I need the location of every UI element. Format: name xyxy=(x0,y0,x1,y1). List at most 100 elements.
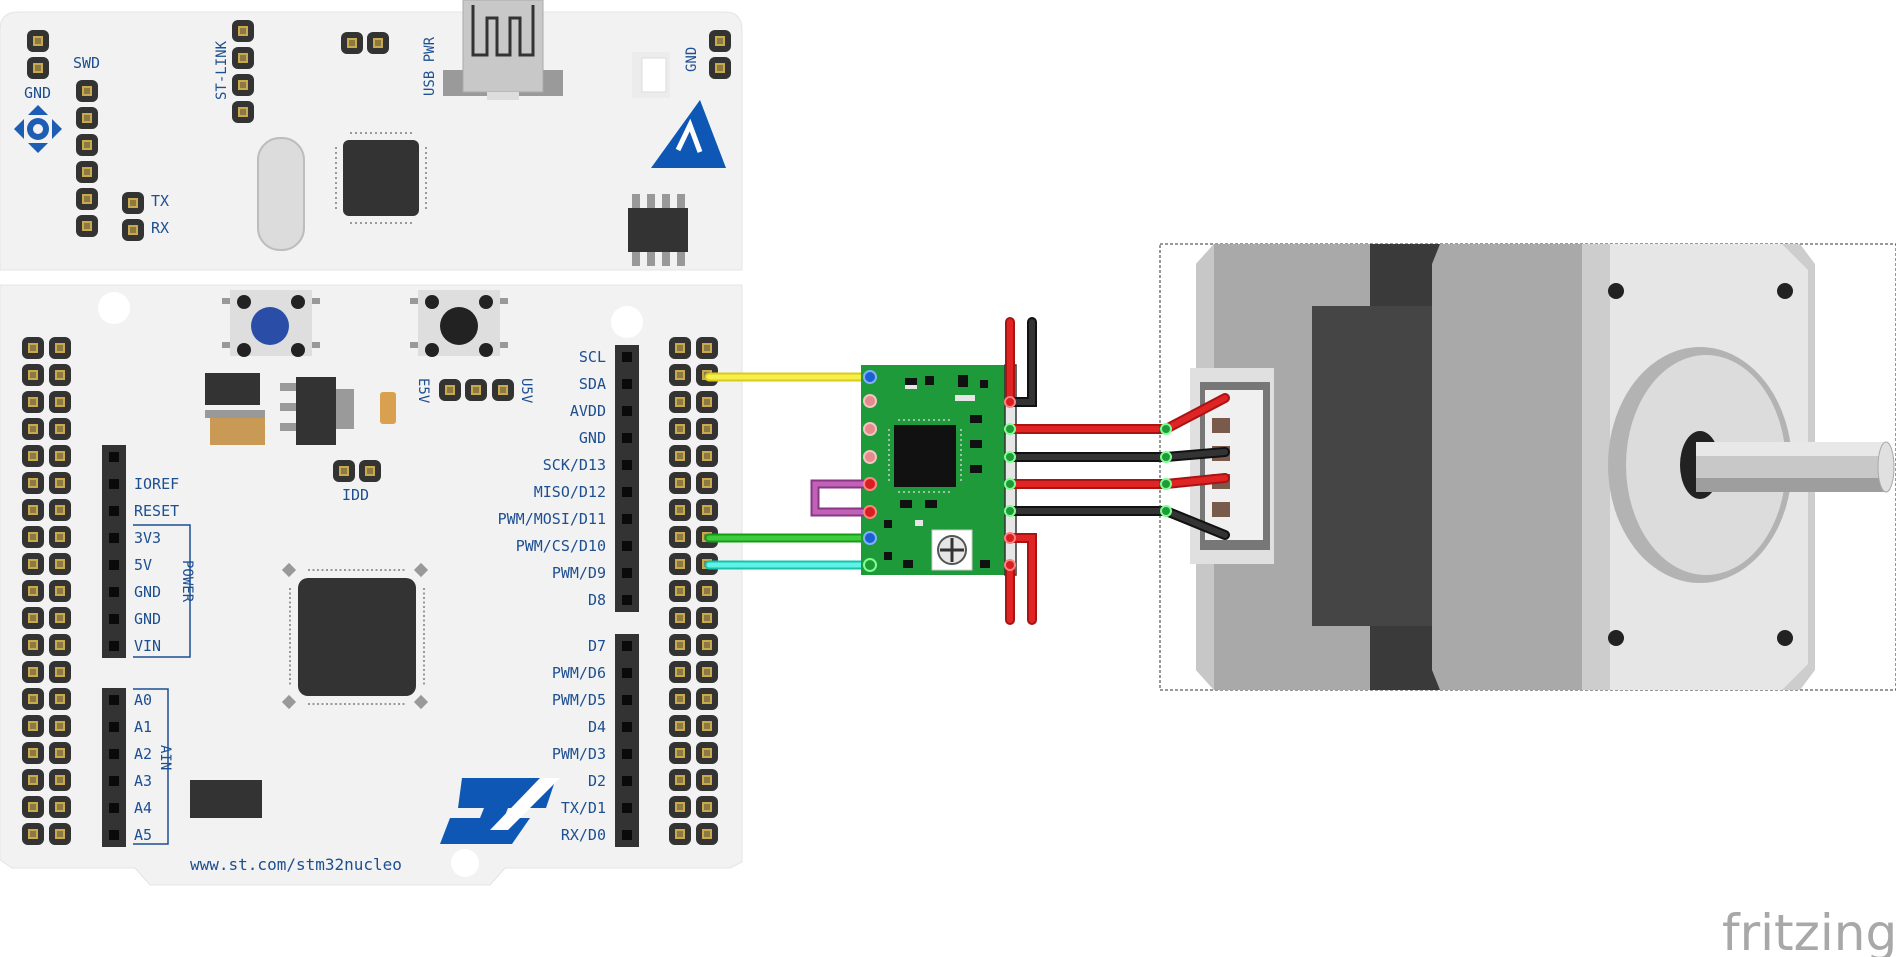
male-pin-core xyxy=(349,40,355,46)
reset-button xyxy=(410,290,508,357)
power-pin-label: RESET xyxy=(134,502,179,520)
male-pin-core xyxy=(57,696,63,702)
motor-wires xyxy=(1005,317,1171,625)
male-pin-core xyxy=(30,588,36,594)
header-socket xyxy=(622,379,632,389)
male-pin-core xyxy=(447,387,453,393)
board-labels: GND SWD ST-LINK USB PWR GND TX RX E5V U5… xyxy=(24,36,700,874)
header-socket xyxy=(109,803,119,813)
male-pin-core xyxy=(30,345,36,351)
power-pin-label: IOREF xyxy=(134,475,179,493)
male-pin-core xyxy=(473,387,479,393)
st-triangle-logo xyxy=(651,100,726,168)
analog-pin-label: A4 xyxy=(134,799,152,817)
male-pin-core xyxy=(704,480,710,486)
male-pin-core xyxy=(704,723,710,729)
wires xyxy=(704,372,875,570)
header-socket xyxy=(109,533,119,543)
header-socket xyxy=(109,452,119,462)
header-socket xyxy=(622,406,632,416)
male-pin-core xyxy=(240,109,246,115)
digital-pin-label: PWM/D3 xyxy=(552,745,606,763)
crystal xyxy=(257,137,305,251)
header-socket xyxy=(109,506,119,516)
digital-pin-label: SCK/D13 xyxy=(543,456,606,474)
male-pin-core xyxy=(30,453,36,459)
male-pin-core xyxy=(704,750,710,756)
digital-pin-label: RX/D0 xyxy=(561,826,606,844)
header-socket xyxy=(109,749,119,759)
male-pin-core xyxy=(30,777,36,783)
header-socket xyxy=(622,568,632,578)
male-pin-core xyxy=(57,507,63,513)
header-socket xyxy=(109,560,119,570)
st-logo xyxy=(440,778,560,844)
header-socket xyxy=(109,641,119,651)
header-socket xyxy=(622,722,632,732)
header-socket xyxy=(622,487,632,497)
stlink-mcu xyxy=(343,140,419,216)
digital-pin-label: AVDD xyxy=(570,402,606,420)
fritzing-watermark: fritzing xyxy=(1722,904,1896,957)
header-socket xyxy=(622,460,632,470)
header-socket xyxy=(622,749,632,759)
power-pin-label: GND xyxy=(134,583,161,601)
male-pin-core xyxy=(677,642,683,648)
male-pin-core xyxy=(677,588,683,594)
male-pin-core xyxy=(717,65,723,71)
male-pin-core xyxy=(704,804,710,810)
male-pin-core xyxy=(375,40,381,46)
male-pin-core xyxy=(367,468,373,474)
male-pin-core xyxy=(240,55,246,61)
male-pin-core xyxy=(57,399,63,405)
male-pin-core xyxy=(704,399,710,405)
board-components xyxy=(14,52,726,844)
male-pin-core xyxy=(57,777,63,783)
male-pin-core xyxy=(35,65,41,71)
header-socket xyxy=(622,830,632,840)
digital-pin-label: TX/D1 xyxy=(561,799,606,817)
power-pin-label: 3V3 xyxy=(134,529,161,547)
male-pin-core xyxy=(35,38,41,44)
digital-pin-label: D8 xyxy=(588,591,606,609)
male-pin-core xyxy=(677,696,683,702)
digital-pin-label: PWM/D9 xyxy=(552,564,606,582)
male-pin-core xyxy=(717,38,723,44)
male-pin-core xyxy=(30,534,36,540)
male-pin-core xyxy=(30,831,36,837)
header-socket xyxy=(622,641,632,651)
male-pin-core xyxy=(30,399,36,405)
male-pin-core xyxy=(704,831,710,837)
male-pin-core xyxy=(30,480,36,486)
male-pin-core xyxy=(30,750,36,756)
analog-pin-label: A5 xyxy=(134,826,152,844)
male-pin-core xyxy=(677,399,683,405)
power-pin-label: GND xyxy=(134,610,161,628)
male-pin-core xyxy=(130,227,136,233)
capacitor xyxy=(205,373,260,405)
male-pin-core xyxy=(57,669,63,675)
male-pin-core xyxy=(30,372,36,378)
male-pin-core xyxy=(677,723,683,729)
mounting-hole xyxy=(451,849,479,877)
male-pin-core xyxy=(704,588,710,594)
usb-connector xyxy=(443,0,563,100)
header-socket xyxy=(109,830,119,840)
male-pin-core xyxy=(677,561,683,567)
power-pin-label: VIN xyxy=(134,637,161,655)
header-socket xyxy=(622,433,632,443)
header-socket xyxy=(109,479,119,489)
header-socket xyxy=(622,595,632,605)
male-pin-core xyxy=(677,669,683,675)
digital-header-labels: SCLSDAAVDDGNDSCK/D13MISO/D12PWM/MOSI/D11… xyxy=(498,348,606,844)
male-pin-core xyxy=(30,804,36,810)
male-pin-core xyxy=(57,561,63,567)
female-header xyxy=(102,445,126,658)
analog-pin-label: A3 xyxy=(134,772,152,790)
gnd-left-label: GND xyxy=(24,84,51,102)
analog-pin-label: A0 xyxy=(134,691,152,709)
header-socket xyxy=(622,514,632,524)
